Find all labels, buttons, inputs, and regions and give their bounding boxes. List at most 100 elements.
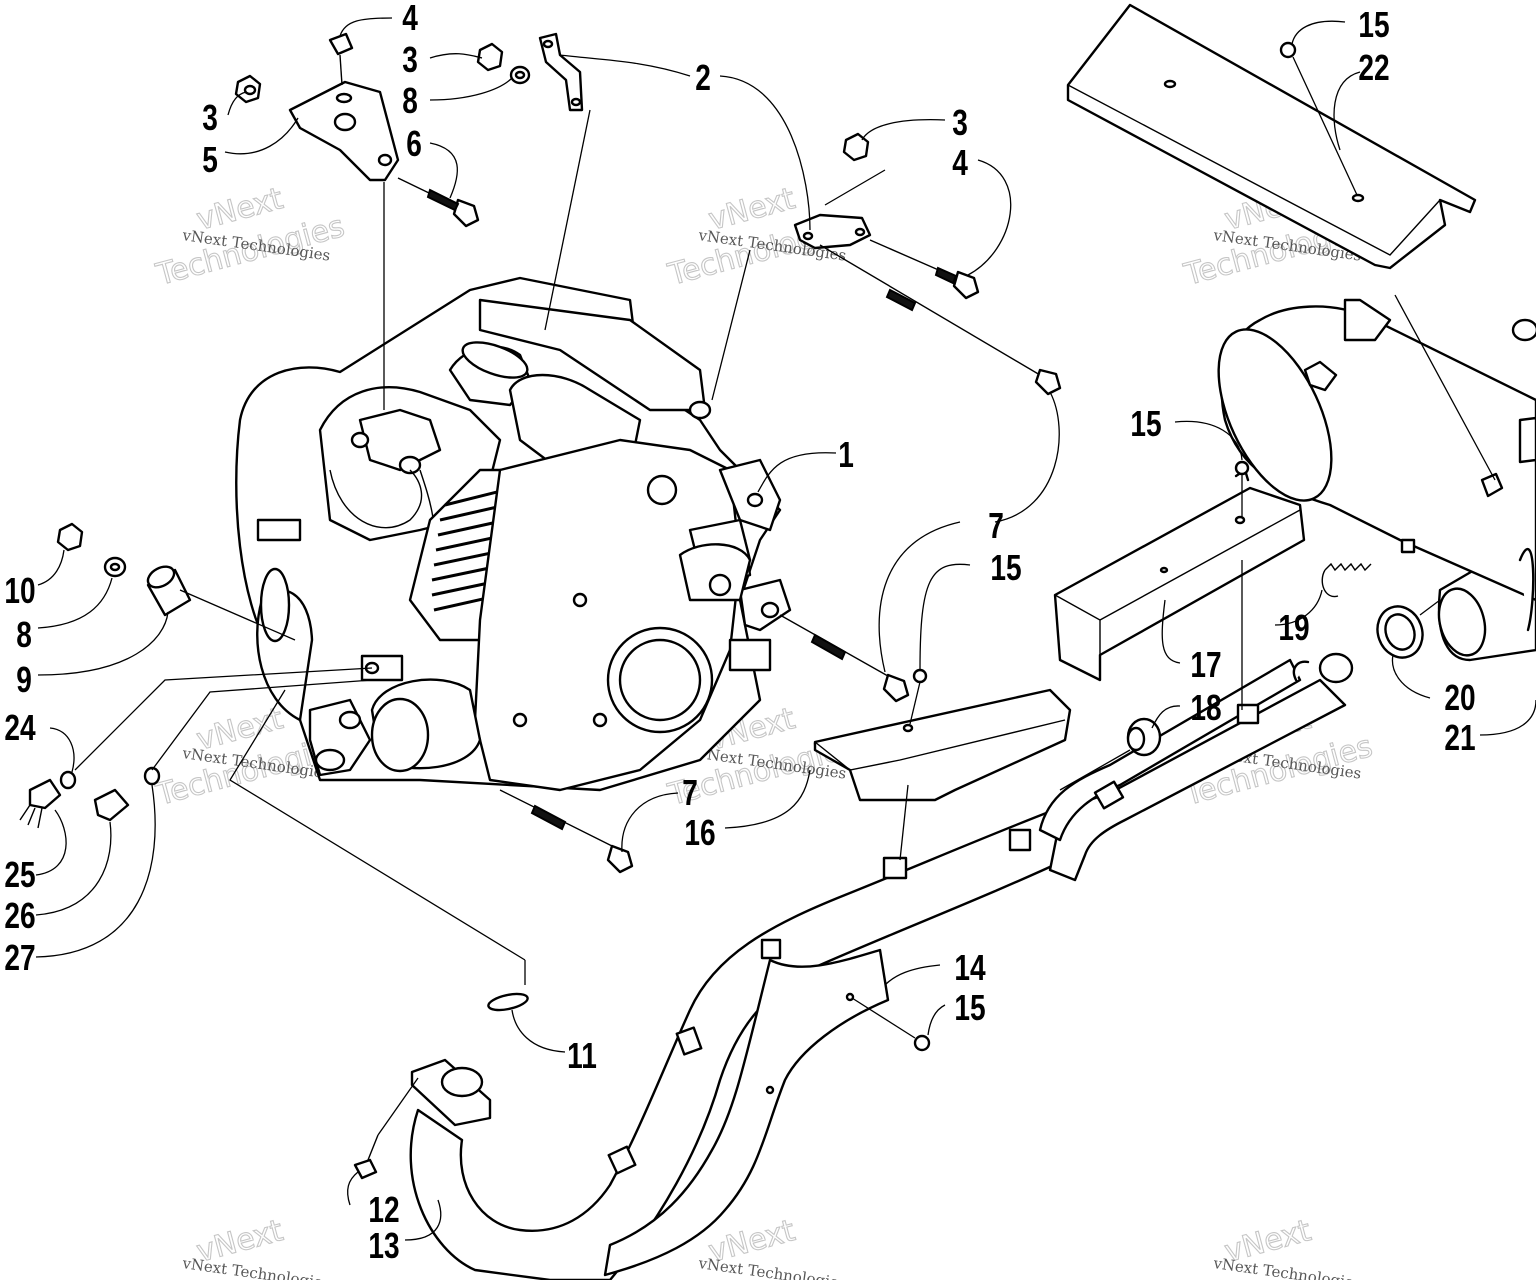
hex-bolt-head: [1034, 368, 1062, 396]
watermark-text: vNext Technologies: [1211, 1254, 1362, 1280]
through-bolt: [819, 244, 1041, 376]
pipe-clamp: [1236, 703, 1260, 725]
sealing-washer: [143, 766, 161, 786]
callout-3: 3: [202, 98, 218, 138]
pipe-clamp: [1093, 780, 1125, 810]
callout-21: 21: [1444, 718, 1475, 758]
hex-nut: [842, 132, 870, 162]
callout-9: 9: [16, 660, 32, 700]
shield-hole: [1234, 515, 1246, 525]
head-bolt: [398, 455, 422, 475]
shield-slot: [1351, 193, 1365, 203]
o-ring: [59, 770, 77, 790]
muffler-stud: [1400, 538, 1416, 554]
engine-assembly: [235, 276, 792, 792]
muffler-hanger: [1343, 298, 1392, 342]
cover-bolt: [572, 592, 588, 608]
shield-edge: [814, 719, 1066, 771]
watermark-text: vNext Technologies: [180, 1254, 331, 1280]
oil-pressure-switch: [93, 788, 130, 822]
pipe-clamp: [675, 1026, 703, 1056]
mount-boss: [688, 400, 712, 420]
screw-head: [1279, 41, 1297, 59]
callout-8: 8: [402, 81, 418, 121]
exhaust-header-pipe: [409, 798, 1082, 1280]
muffler-assembly: [1217, 298, 1536, 632]
spacer-end: [146, 565, 176, 589]
washer-hole: [514, 70, 526, 80]
intake-opening: [461, 341, 529, 379]
mount-hole: [760, 601, 780, 619]
callout-24: 24: [4, 708, 35, 748]
bolt-hole: [765, 1085, 775, 1095]
head-bolt: [350, 431, 370, 449]
callout-15: 15: [1358, 5, 1389, 45]
oil-filter-face: [370, 697, 430, 773]
muffler-tab: [1480, 472, 1504, 498]
leader-line: [851, 997, 916, 1039]
callout-10: 10: [4, 571, 35, 611]
hex-bolt-head: [452, 198, 480, 228]
heat-shield-lower: [603, 948, 890, 1277]
bolt-thread: [810, 633, 847, 661]
pipe-clamp: [607, 1145, 637, 1175]
watermark-text: vNext Technologies: [696, 1254, 847, 1280]
watermark-bottom-right: vNext vNext Technologies: [1211, 1213, 1362, 1280]
callout-20: 20: [1444, 678, 1475, 718]
bracket-hole: [570, 97, 582, 107]
hex-bolt-head: [328, 32, 354, 56]
hex-bolt-head: [952, 270, 980, 300]
valve-cover: [358, 408, 442, 472]
callout-3: 3: [402, 40, 418, 80]
callout-3: 3: [952, 103, 968, 143]
callout-17: 17: [1190, 645, 1221, 685]
callout-4: 4: [952, 143, 968, 183]
washer-hole: [109, 562, 121, 572]
shield-slot: [1163, 79, 1177, 89]
bolt-shank: [367, 1134, 379, 1161]
oil-pump-housing: [728, 638, 772, 672]
pipe-clamp: [1008, 828, 1032, 852]
muffler-end-cap: [1217, 328, 1333, 502]
shield-hole: [902, 723, 914, 733]
hex-bolt-head: [606, 844, 634, 874]
bracket-hole: [854, 227, 866, 237]
callout-16: 16: [684, 813, 715, 853]
callout-11: 11: [567, 1036, 597, 1076]
grommet-hole: [1126, 726, 1146, 752]
hex-bolt-head: [353, 1158, 378, 1180]
temperature-sensor: [28, 778, 62, 810]
callout-12: 12: [368, 1190, 399, 1230]
exhaust-port: [440, 1066, 484, 1098]
callout-4: 4: [402, 0, 418, 38]
muffler-inlet-opening: [1437, 587, 1487, 657]
bolt-thread: [530, 804, 567, 831]
watermark-bottom-center: vNext vNext Technologies: [696, 1213, 847, 1280]
muffler-heat-shield: [1066, 3, 1477, 270]
nut-hole: [243, 84, 257, 96]
screw-head: [1234, 460, 1250, 476]
heat-shield-edge: [1067, 84, 1441, 256]
muffler-outlet: [1518, 548, 1535, 632]
mount-stud: [256, 518, 302, 542]
pipe-clamp: [760, 938, 782, 960]
cover-bolt: [512, 712, 528, 728]
callout-6: 6: [406, 124, 422, 164]
pipe-end: [1318, 652, 1354, 684]
callout-15: 15: [990, 548, 1021, 588]
shield-edge: [1099, 509, 1301, 621]
leader-line: [1292, 56, 1358, 196]
hex-nut: [476, 42, 504, 72]
bolt-thread: [426, 188, 460, 212]
exhaust-pipe-assembly: [409, 553, 1536, 1280]
muffler-bracket: [1303, 360, 1338, 392]
lower-mount-hole: [338, 710, 362, 730]
callout-25: 25: [4, 855, 35, 895]
bracket-2-right: [793, 213, 872, 250]
callout-19: 19: [1278, 608, 1309, 648]
screw-head: [912, 668, 928, 684]
recoil-inner: [618, 638, 702, 722]
cover-plug: [646, 474, 678, 506]
callout-7: 7: [682, 773, 698, 813]
